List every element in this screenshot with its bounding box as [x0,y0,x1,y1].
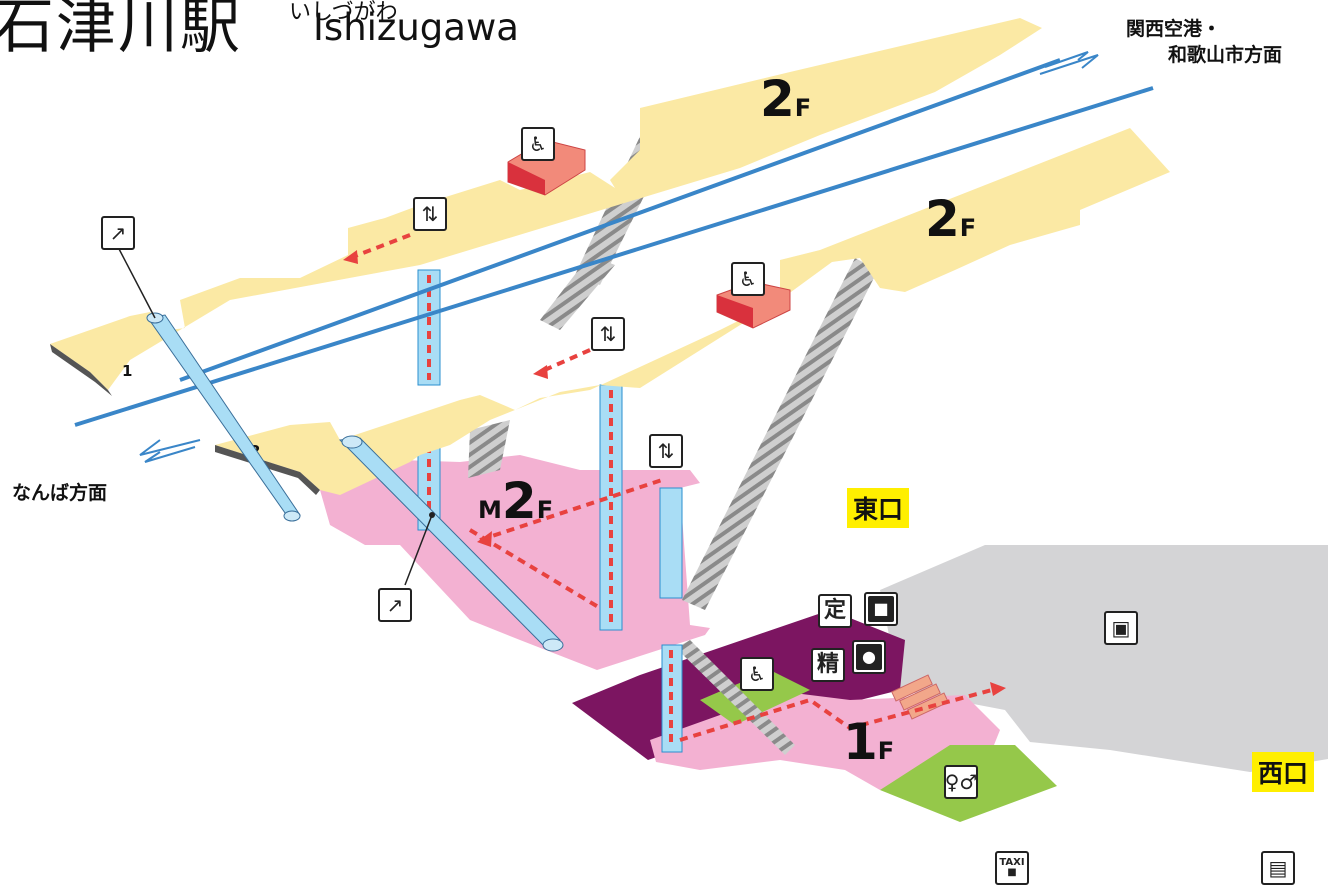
route-arrowheads [343,250,1006,696]
escalators [117,246,564,652]
bench-icon: ♿︎ [521,127,555,161]
taxi-icon: TAXI■ [995,851,1029,885]
bench-icon: ♿︎ [731,262,765,296]
exit-east-label: 東口 [847,488,910,528]
ticket-gates [891,674,949,720]
coin-locker-icon: ▣ [1104,611,1138,645]
station-name-ruby: いしづがわ [289,0,398,25]
toilet-icon: ♀♂ [944,765,978,799]
station-staff-icon: ● [852,640,886,674]
route-arrows [349,233,993,742]
stairs-1f [676,640,795,755]
exit-west-label: 西口 [1252,752,1315,792]
station-name-jp: 石津川駅 [0,0,242,62]
tracks [74,51,1154,463]
station-name-en: Ishizugawa [313,6,519,49]
concourse-gray-area [880,545,1328,772]
ticket-machine-icon: ■ [864,592,898,626]
direction-down: なんば方面 [12,482,108,504]
elevator-icon: ⇅ [591,317,625,351]
platform-1-edge [50,344,112,396]
bus-icon: ▤ [1261,851,1295,885]
track-upper [74,86,1154,427]
escalator-icon: ↗ [101,216,135,250]
floor-label-m2f: M2F [478,472,554,530]
fare-adjustment-icon: 精 [811,648,845,682]
wheelchair-icon: ♿ [740,657,774,691]
floor-2f-upper: 1 [50,18,1042,396]
elevator-icon: ⇅ [413,197,447,231]
escalator-icon: ↗ [378,588,412,622]
elevator-icon: ⇅ [649,434,683,468]
platform-2-edge [215,445,320,495]
platform-1 [50,18,1042,390]
floor-label-1f: 1F [843,713,895,771]
arrow-left-icon [139,439,201,463]
platform-1-label: 1 [122,362,132,380]
platform-2 [215,128,1170,495]
elevator-shafts [417,269,683,753]
arrow-right-icon [1039,51,1099,75]
floor-label-2f-lower: 2F [925,190,977,248]
direction-up-line1: 関西空港・ [1126,18,1222,40]
accessible-toilet-area [700,670,810,725]
floor-label-2f-upper: 2F [760,70,812,128]
commuter-pass-icon: 定 [818,594,852,628]
direction-up-line2: 和歌山市方面 [1168,44,1283,66]
track-middle [179,58,1061,382]
